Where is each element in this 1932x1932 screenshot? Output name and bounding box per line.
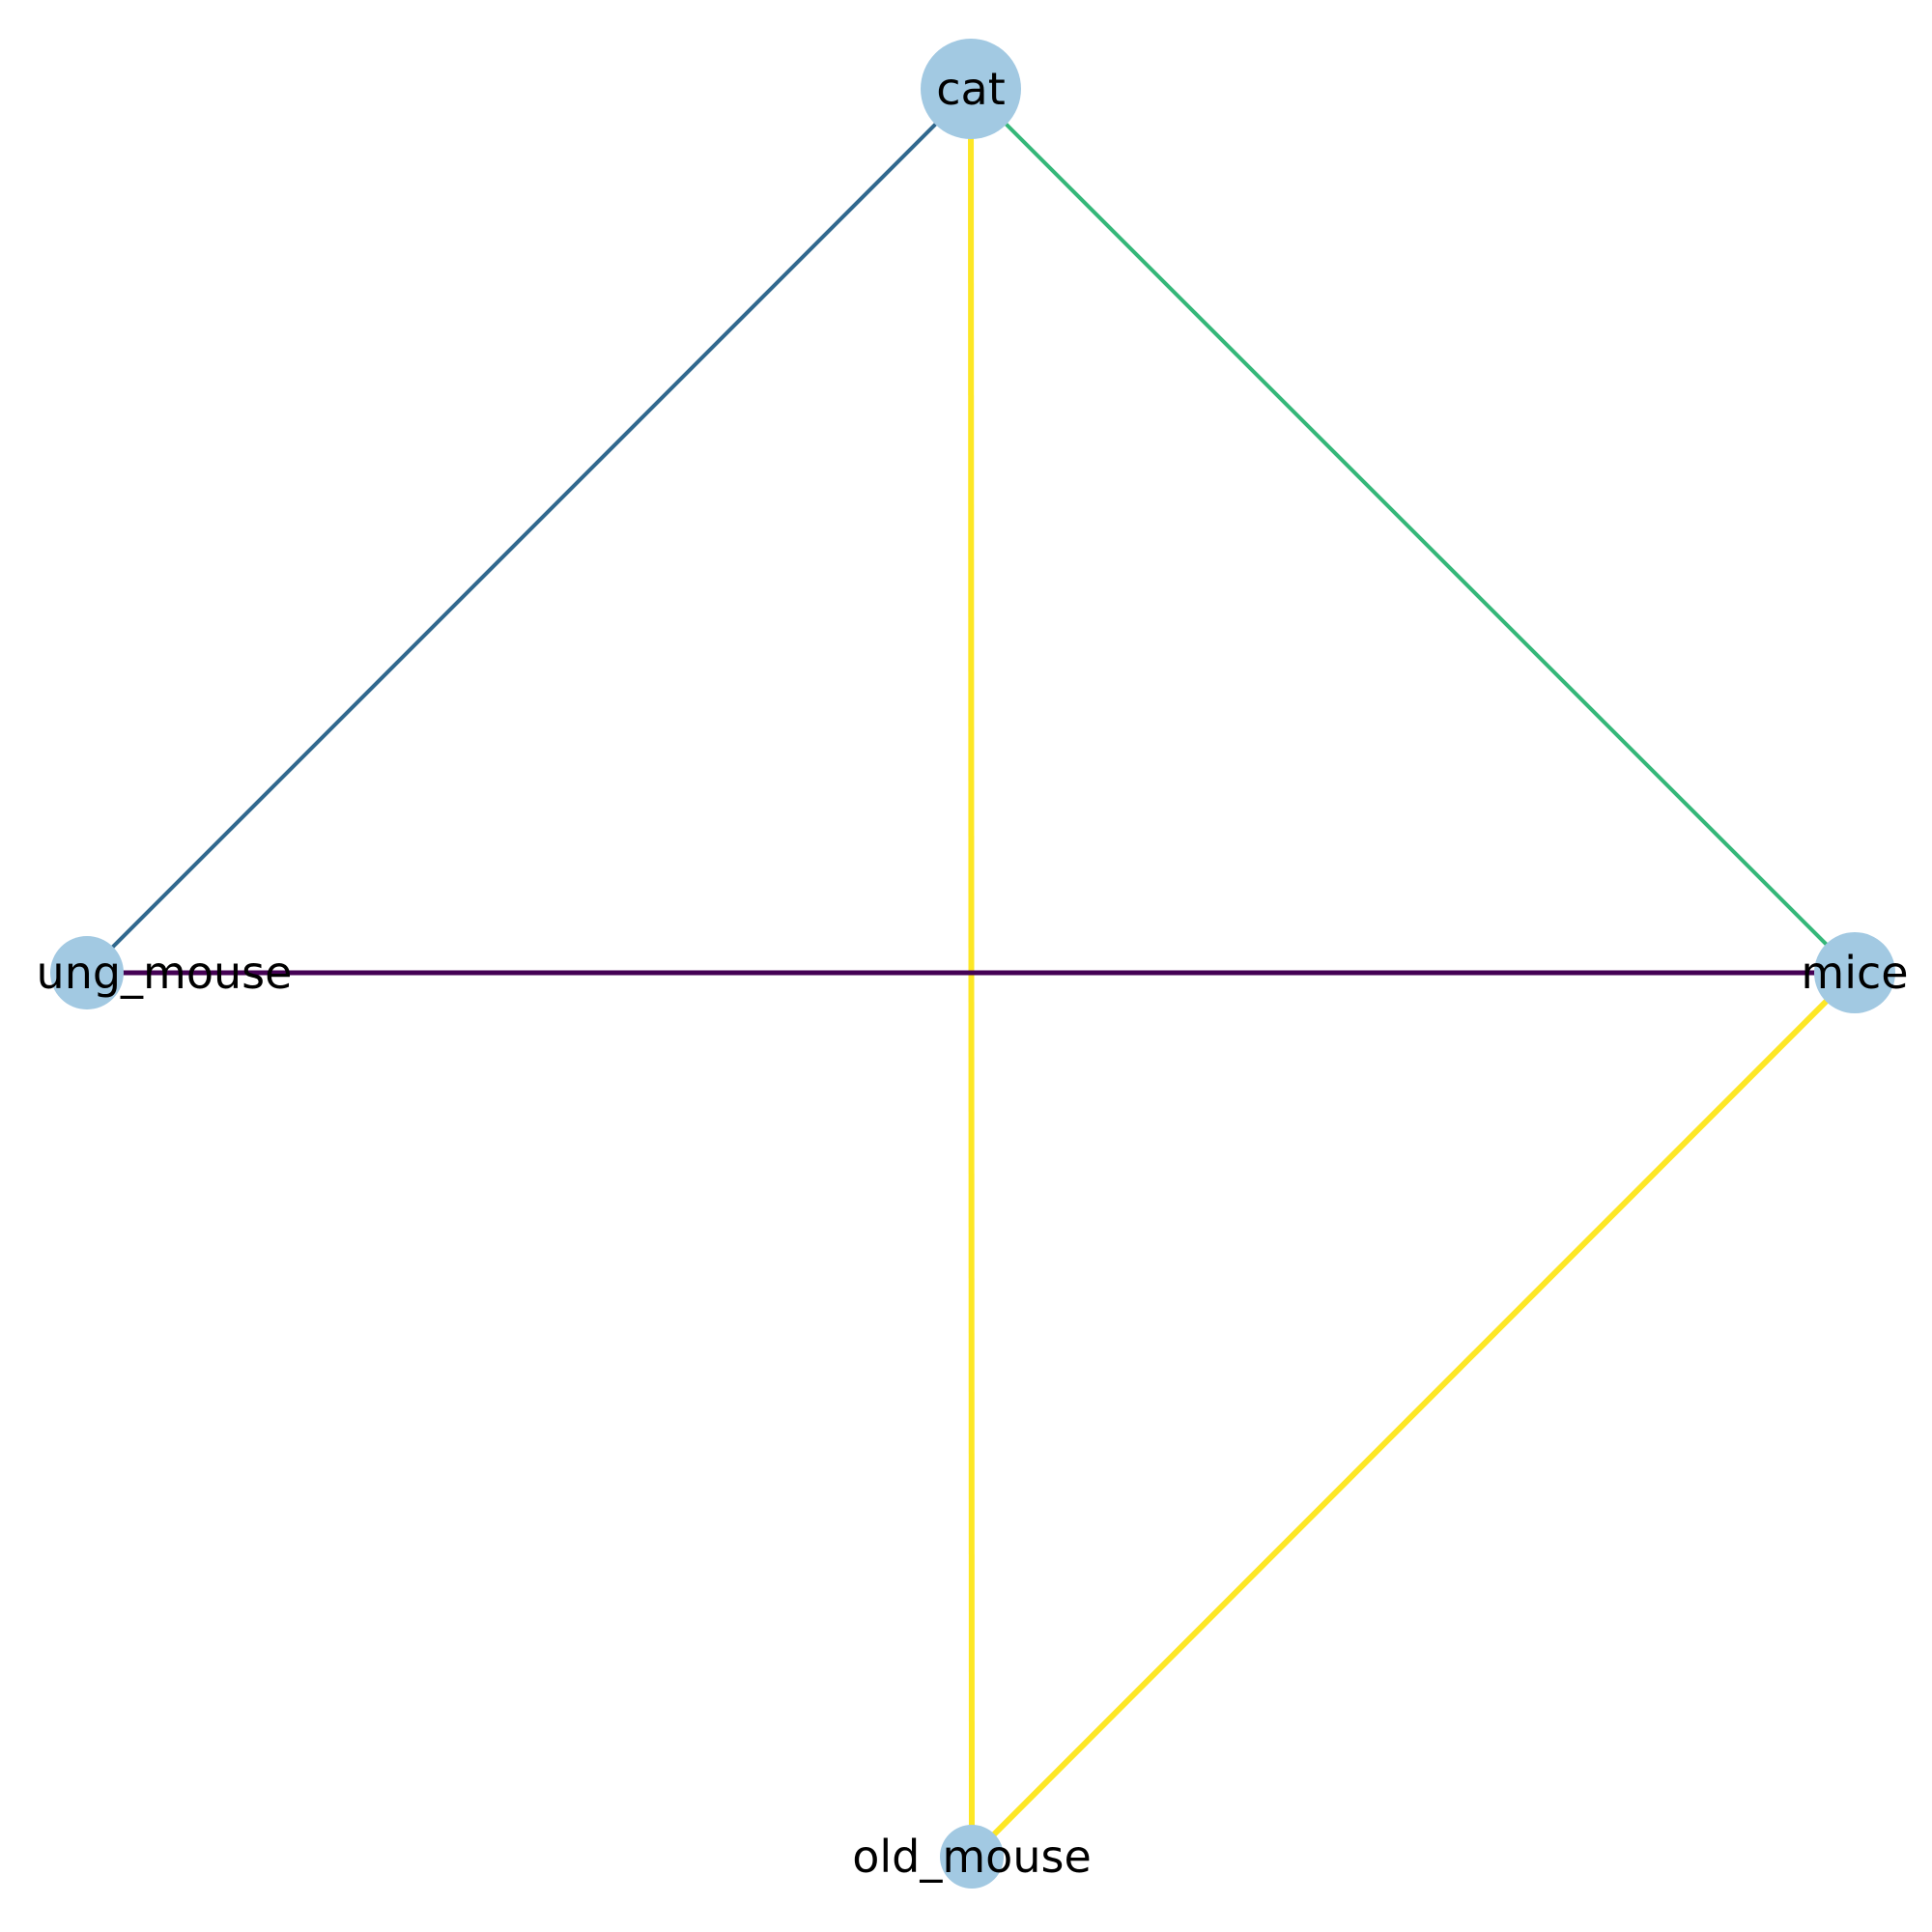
edge-cat-young_mouse [85,87,973,975]
edge-cat-mice [969,87,1857,975]
labels-layer: cat ung_mouse mice old_mouse [37,63,1909,1883]
edge-mice-old_mouse [969,970,1858,1860]
node-label-young_mouse: ung_mouse [37,947,293,999]
node-label-mice: mice [1801,947,1908,999]
node-mice [1814,932,1895,1013]
node-young_mouse [50,936,124,1009]
node-cat [921,39,1021,139]
node-old_mouse [940,1825,1004,1889]
nodes-layer [50,39,1895,1889]
node-label-old_mouse: old_mouse [852,1831,1092,1883]
edges-layer [85,87,1858,1860]
node-label-cat: cat [936,63,1006,115]
